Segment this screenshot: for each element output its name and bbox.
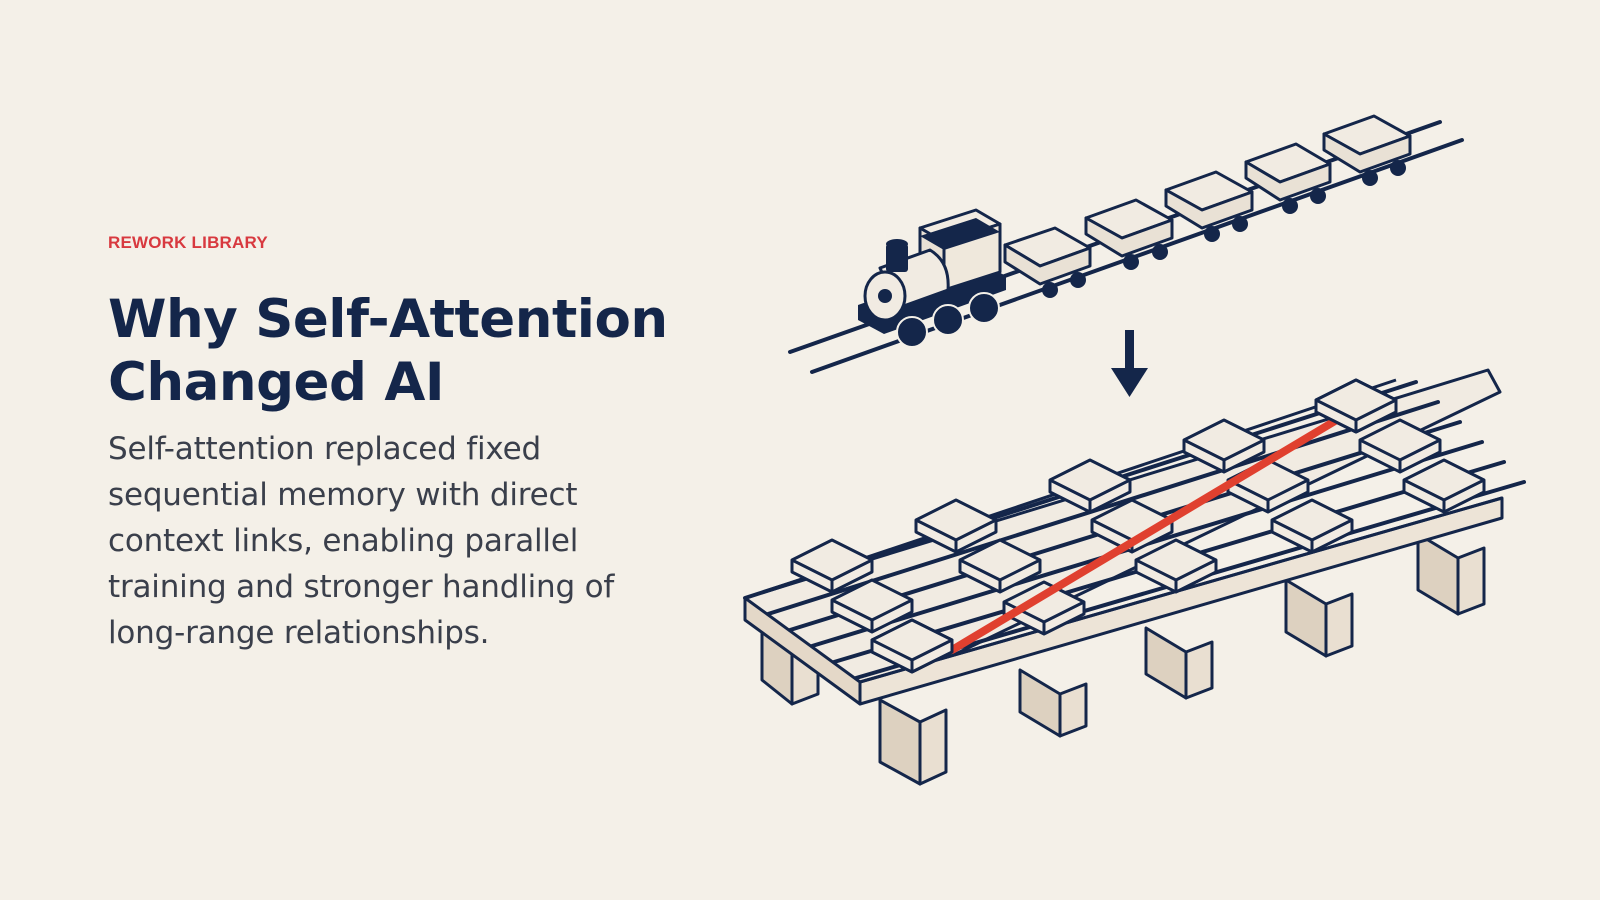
bridge-pier	[1018, 668, 1088, 738]
train-on-track-icon	[788, 114, 1464, 374]
wagon	[1084, 198, 1174, 270]
eyebrow-label: REWORK LIBRARY	[108, 233, 268, 252]
locomotive	[858, 208, 1006, 348]
parallel-tracks-bridge-icon	[743, 368, 1526, 786]
text-column: REWORK LIBRARY Why Self-Attention Change…	[108, 232, 668, 656]
page-title-line-1: Why Self-Attention	[108, 289, 668, 350]
attention-link	[948, 414, 1344, 654]
bridge-pier	[1144, 626, 1214, 700]
bridge-pier	[1416, 532, 1486, 616]
arrow-down-icon	[1111, 330, 1148, 397]
body-paragraph: Self-attention replaced fixed sequential…	[108, 431, 615, 651]
wagon	[1003, 226, 1092, 298]
bridge-pier	[1284, 578, 1354, 658]
bridge-pier	[878, 698, 948, 786]
wagon	[1164, 170, 1254, 242]
token-block	[1402, 458, 1486, 514]
wagon	[1322, 114, 1412, 186]
wagon	[1244, 142, 1332, 214]
page-title-line-2: Changed AI	[108, 352, 445, 413]
page-title: Why Self-Attention Changed AI	[108, 288, 668, 414]
illustration	[743, 114, 1526, 786]
